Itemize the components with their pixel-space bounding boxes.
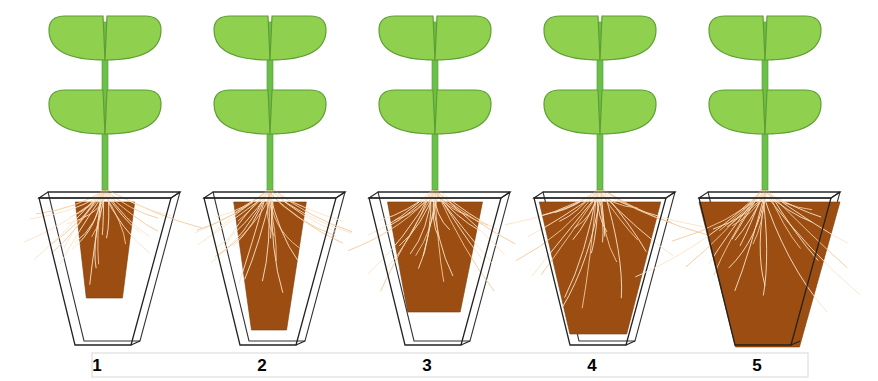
pot-frame bbox=[699, 198, 831, 345]
label-frame bbox=[92, 353, 808, 377]
pot-rim bbox=[534, 192, 675, 198]
leaf bbox=[49, 90, 105, 134]
leaf bbox=[270, 16, 326, 60]
pot-frame bbox=[39, 198, 171, 345]
leaf bbox=[379, 16, 435, 60]
callout-number: 1 bbox=[92, 357, 101, 374]
pot-rim bbox=[699, 192, 840, 198]
root bbox=[762, 190, 811, 222]
pot-rim bbox=[204, 192, 345, 198]
root bbox=[423, 190, 438, 256]
pot-frame bbox=[204, 198, 336, 345]
leaf bbox=[379, 90, 435, 134]
root bbox=[271, 190, 282, 293]
root bbox=[735, 190, 766, 291]
pot-edge bbox=[131, 341, 140, 345]
root bbox=[598, 190, 673, 256]
pot-edge bbox=[296, 341, 305, 345]
root bbox=[729, 190, 767, 268]
pot-frame-back bbox=[378, 192, 510, 341]
root bbox=[516, 190, 598, 261]
pot-edge bbox=[336, 192, 345, 198]
callout-number: 3 bbox=[422, 357, 431, 374]
leaf bbox=[544, 16, 600, 60]
root bbox=[559, 190, 596, 221]
leaf bbox=[214, 16, 270, 60]
pot-rim bbox=[369, 192, 510, 198]
root bbox=[436, 190, 494, 291]
pot-frame bbox=[534, 198, 666, 345]
root bbox=[239, 190, 268, 284]
soil bbox=[699, 202, 840, 347]
leaf bbox=[214, 90, 270, 134]
root bbox=[603, 190, 707, 235]
root bbox=[211, 190, 268, 262]
root bbox=[385, 190, 432, 271]
callout-number: 4 bbox=[587, 357, 596, 374]
root bbox=[505, 190, 600, 225]
root bbox=[435, 190, 444, 282]
root bbox=[36, 190, 105, 214]
leaf bbox=[765, 16, 821, 60]
callout-number: 2 bbox=[257, 357, 266, 374]
leaf bbox=[105, 16, 161, 60]
root bbox=[598, 190, 704, 227]
root bbox=[528, 190, 602, 237]
root bbox=[591, 190, 598, 253]
root bbox=[267, 190, 336, 236]
leaf bbox=[765, 90, 821, 134]
pot-edge bbox=[831, 192, 840, 198]
pot-edge bbox=[791, 341, 800, 345]
root bbox=[603, 190, 672, 222]
root bbox=[105, 190, 150, 236]
root bbox=[368, 190, 432, 235]
root bbox=[269, 190, 351, 233]
root bbox=[555, 190, 599, 212]
root bbox=[635, 190, 761, 277]
pot-edge bbox=[666, 192, 675, 198]
leaf bbox=[544, 90, 600, 134]
root bbox=[105, 190, 159, 218]
pot-rim bbox=[39, 192, 180, 198]
root bbox=[245, 190, 273, 279]
leaf bbox=[600, 90, 656, 134]
callout-number: 5 bbox=[752, 357, 761, 374]
root bbox=[543, 190, 599, 215]
root bbox=[431, 190, 488, 225]
leaf bbox=[270, 90, 326, 134]
root bbox=[108, 190, 172, 216]
root bbox=[30, 190, 107, 219]
root bbox=[766, 190, 847, 268]
leaf bbox=[709, 16, 765, 60]
root bbox=[604, 190, 622, 298]
pot-edge bbox=[501, 192, 510, 198]
leaf bbox=[435, 90, 491, 134]
leaf bbox=[435, 16, 491, 60]
pot-edge bbox=[461, 341, 470, 345]
root bbox=[433, 190, 480, 231]
pot-edge bbox=[171, 192, 180, 198]
root bbox=[103, 190, 158, 231]
leaf bbox=[600, 16, 656, 60]
pot-edge bbox=[626, 341, 635, 345]
root bbox=[108, 190, 201, 228]
root bbox=[438, 190, 497, 230]
root bbox=[762, 190, 860, 295]
soil bbox=[539, 202, 660, 334]
leaf bbox=[709, 90, 765, 134]
root bbox=[348, 190, 436, 251]
pot-frame bbox=[369, 198, 501, 345]
root bbox=[103, 190, 140, 233]
root bbox=[433, 190, 492, 263]
leaf bbox=[105, 90, 161, 134]
leaf bbox=[49, 16, 105, 60]
root bbox=[215, 190, 273, 257]
